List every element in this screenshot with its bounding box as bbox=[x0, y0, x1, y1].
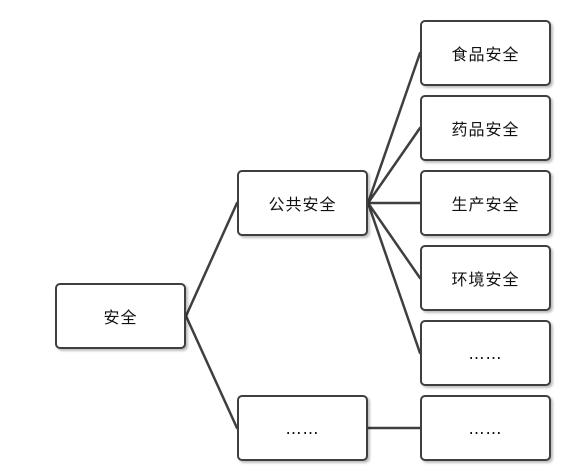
edge-public-drug bbox=[366, 126, 422, 205]
node-other-child: …… bbox=[420, 395, 551, 461]
node-label: 环境安全 bbox=[451, 270, 520, 289]
node-drug-safety: 药品安全 bbox=[420, 95, 551, 161]
node-label: …… bbox=[285, 418, 320, 438]
node-more-items: …… bbox=[420, 320, 551, 386]
node-other-branch: …… bbox=[237, 395, 368, 461]
node-public-safety: 公共安全 bbox=[237, 170, 368, 236]
edge-public-environment bbox=[366, 201, 422, 280]
node-label: …… bbox=[468, 343, 503, 363]
edge-root-public bbox=[184, 201, 239, 318]
node-label: 食品安全 bbox=[451, 45, 520, 64]
edge-public-more bbox=[366, 201, 422, 355]
node-environment-safety: 环境安全 bbox=[420, 245, 551, 311]
node-label: 药品安全 bbox=[451, 120, 520, 139]
node-label: 生产安全 bbox=[451, 195, 520, 214]
node-production-safety: 生产安全 bbox=[420, 170, 551, 236]
node-label: …… bbox=[468, 418, 503, 438]
node-label: 安全 bbox=[103, 308, 138, 327]
node-label: 公共安全 bbox=[268, 195, 337, 214]
edge-root-other bbox=[184, 314, 239, 430]
edge-public-food bbox=[366, 51, 422, 205]
node-safety: 安全 bbox=[55, 283, 186, 349]
node-food-safety: 食品安全 bbox=[420, 20, 551, 86]
